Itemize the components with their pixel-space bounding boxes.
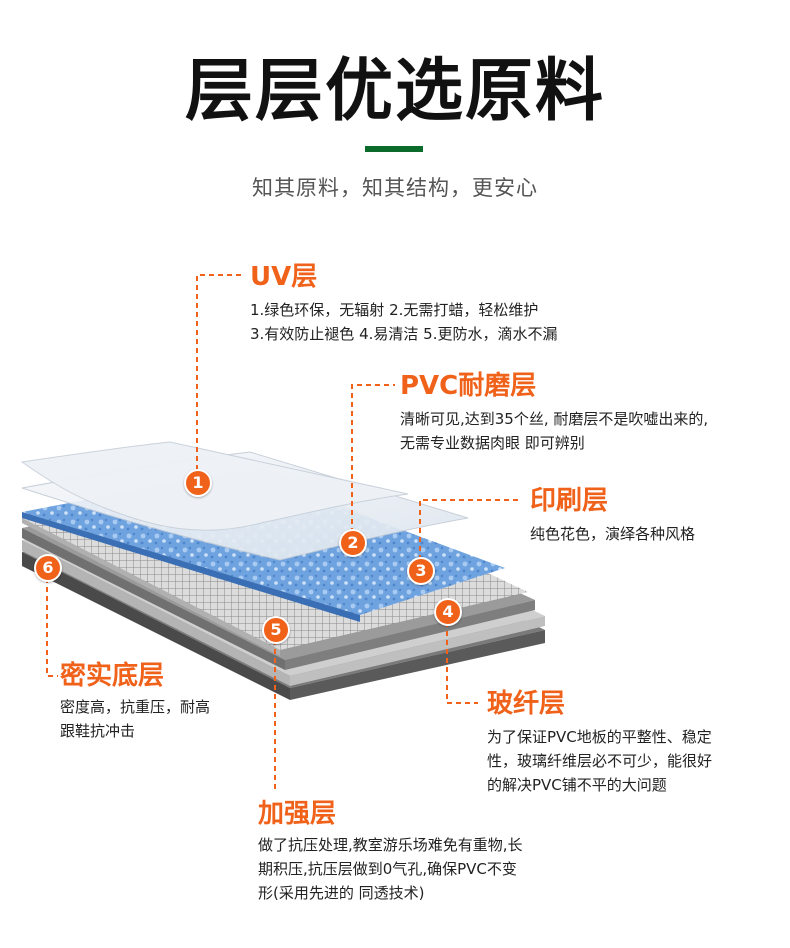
leader-lines [46,274,520,790]
badge-1: 1 [184,469,212,497]
label-pvc-title: PVC耐磨层 [400,371,537,401]
label-glass: 玻纤层 为了保证PVC地板的平整性、稳定 性，玻璃纤维层必不可少，能很好 的解决… [487,689,712,797]
title-underline [365,146,423,152]
page-title: 层层优选原料 [184,52,605,131]
label-reinforce-title: 加强层 [258,799,337,829]
label-base-desc-2: 跟鞋抗冲击 [60,722,136,740]
label-glass-desc-2: 性，玻璃纤维层必不可少，能很好 [487,752,713,770]
label-base: 密实底层 密度高，抗重压，耐高 跟鞋抗冲击 [60,661,210,743]
label-pvc-desc-1: 清晰可见,达到35个丝, 耐磨层不是吹嘘出来的, [400,410,709,428]
badge-5: 5 [262,616,290,644]
layer-1-uv [20,441,409,531]
label-print-title: 印刷层 [530,486,609,516]
label-glass-title: 玻纤层 [487,689,566,719]
label-pvc-desc-2: 无需专业数据肉眼 即可辨别 [400,434,585,452]
label-glass-desc-1: 为了保证PVC地板的平整性、稳定 [487,728,712,746]
badge-6: 6 [34,554,62,582]
label-pvc: PVC耐磨层 清晰可见,达到35个丝, 耐磨层不是吹嘘出来的, 无需专业数据肉眼… [400,371,708,455]
label-reinforce: 加强层 做了抗压处理,教室游乐场难免有重物,长 期积压,抗压层做到0气孔,确保P… [258,799,523,905]
page-subtitle: 知其原料，知其结构，更安心 [252,176,538,200]
label-base-desc-1: 密度高，抗重压，耐高 [60,698,211,716]
label-uv-title: UV层 [250,262,318,292]
label-reinforce-desc-3: 形(采用先进的 同透技术) [258,884,425,902]
label-reinforce-desc-1: 做了抗压处理,教室游乐场难免有重物,长 [258,836,523,854]
label-base-title: 密实底层 [60,661,165,691]
label-uv: UV层 1.绿色环保，无辐射 2.无需打蜡，轻松维护 3.有效防止褪色 4.易清… [250,262,557,346]
badge-3: 3 [407,557,435,585]
label-uv-desc-1: 1.绿色环保，无辐射 2.无需打蜡，轻松维护 [250,301,539,319]
label-print: 印刷层 纯色花色，演绎各种风格 [530,486,695,546]
label-uv-desc-2: 3.有效防止褪色 4.易清洁 5.更防水，滴水不漏 [250,325,558,343]
label-glass-desc-3: 的解决PVC铺不平的大问题 [487,776,667,794]
badge-4: 4 [434,598,462,626]
label-reinforce-desc-2: 期积压,抗压层做到0气孔,确保PVC不变 [258,860,517,878]
label-print-desc-1: 纯色花色，演绎各种风格 [530,525,696,543]
badge-2: 2 [339,529,367,557]
